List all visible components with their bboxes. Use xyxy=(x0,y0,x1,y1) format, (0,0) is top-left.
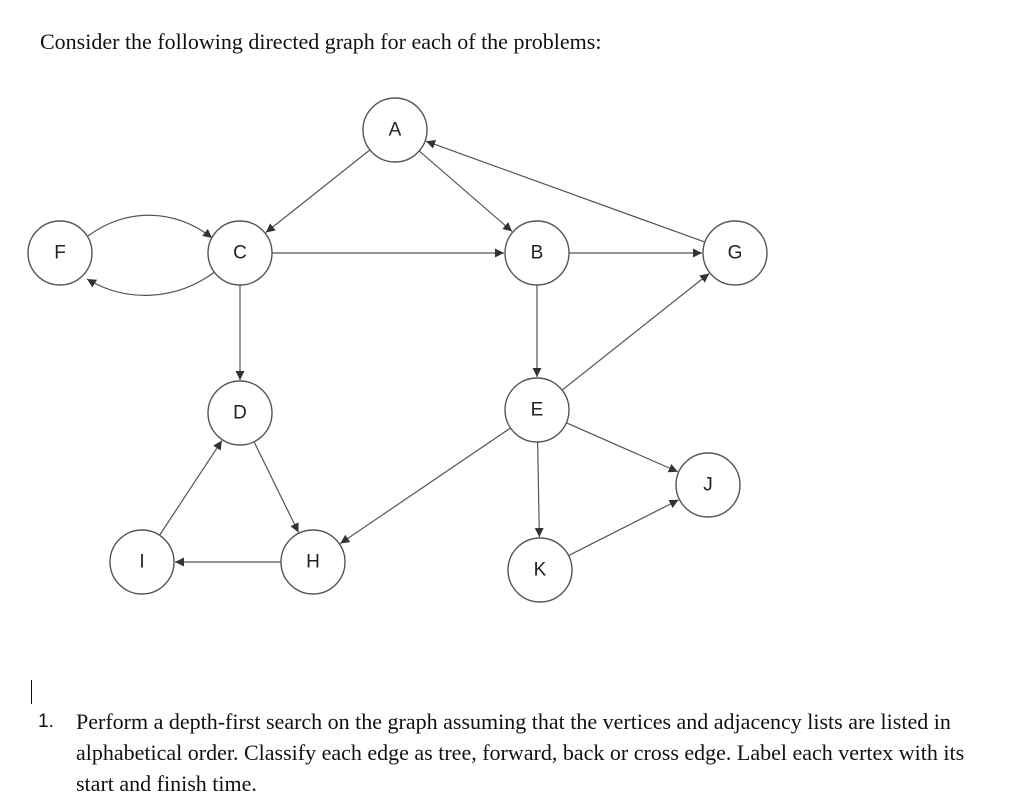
node-f: F xyxy=(27,220,93,286)
node-j: J xyxy=(675,452,741,518)
node-circle xyxy=(109,529,175,595)
node-label: I xyxy=(139,552,144,573)
edge-k-j xyxy=(568,499,679,557)
problem-text: Perform a depth-first search on the grap… xyxy=(76,709,965,796)
problem-1: 1. Perform a depth-first search on the g… xyxy=(38,706,988,799)
text-cursor xyxy=(31,680,32,704)
edge-e-k xyxy=(534,441,544,538)
node-label: K xyxy=(534,560,547,581)
node-circle xyxy=(280,529,346,595)
node-label: C xyxy=(233,243,247,264)
edge-e-g xyxy=(561,273,710,391)
node-circle xyxy=(207,220,273,286)
node-label: D xyxy=(233,403,247,424)
node-circle xyxy=(675,452,741,518)
node-h: H xyxy=(280,529,346,595)
node-label: F xyxy=(54,243,66,264)
node-circle xyxy=(507,537,573,603)
edge-c-f xyxy=(86,270,217,296)
node-k: K xyxy=(507,537,573,603)
problem-number: 1. xyxy=(38,711,54,732)
edges-layer xyxy=(86,140,710,567)
node-label: H xyxy=(306,552,320,573)
intro-text: Consider the following directed graph fo… xyxy=(40,29,602,54)
node-b: B xyxy=(504,220,570,286)
node-d: D xyxy=(207,380,273,446)
directed-graph: A B C D E F G H I J K xyxy=(27,97,768,603)
node-label: G xyxy=(728,243,743,264)
node-circle xyxy=(27,220,93,286)
node-i: I xyxy=(109,529,175,595)
node-circle xyxy=(207,380,273,446)
node-circle xyxy=(702,220,768,286)
edge-f-c xyxy=(87,214,213,239)
edge-a-b xyxy=(418,150,513,232)
edge-g-a xyxy=(425,140,706,243)
node-label: A xyxy=(389,120,402,141)
node-circle xyxy=(504,220,570,286)
edge-a-c xyxy=(265,149,371,233)
node-a: A xyxy=(362,97,428,163)
node-g: G xyxy=(702,220,768,286)
node-e: E xyxy=(504,377,570,443)
edge-d-h xyxy=(253,441,300,533)
edge-i-d xyxy=(159,440,223,536)
node-label: B xyxy=(531,243,544,264)
edge-e-h xyxy=(339,427,511,544)
nodes-layer: A B C D E F G H I J K xyxy=(27,97,768,603)
node-label: E xyxy=(531,400,544,421)
node-circle xyxy=(362,97,428,163)
edge-e-j xyxy=(566,422,679,473)
node-c: C xyxy=(207,220,273,286)
node-circle xyxy=(504,377,570,443)
node-label: J xyxy=(703,475,713,496)
